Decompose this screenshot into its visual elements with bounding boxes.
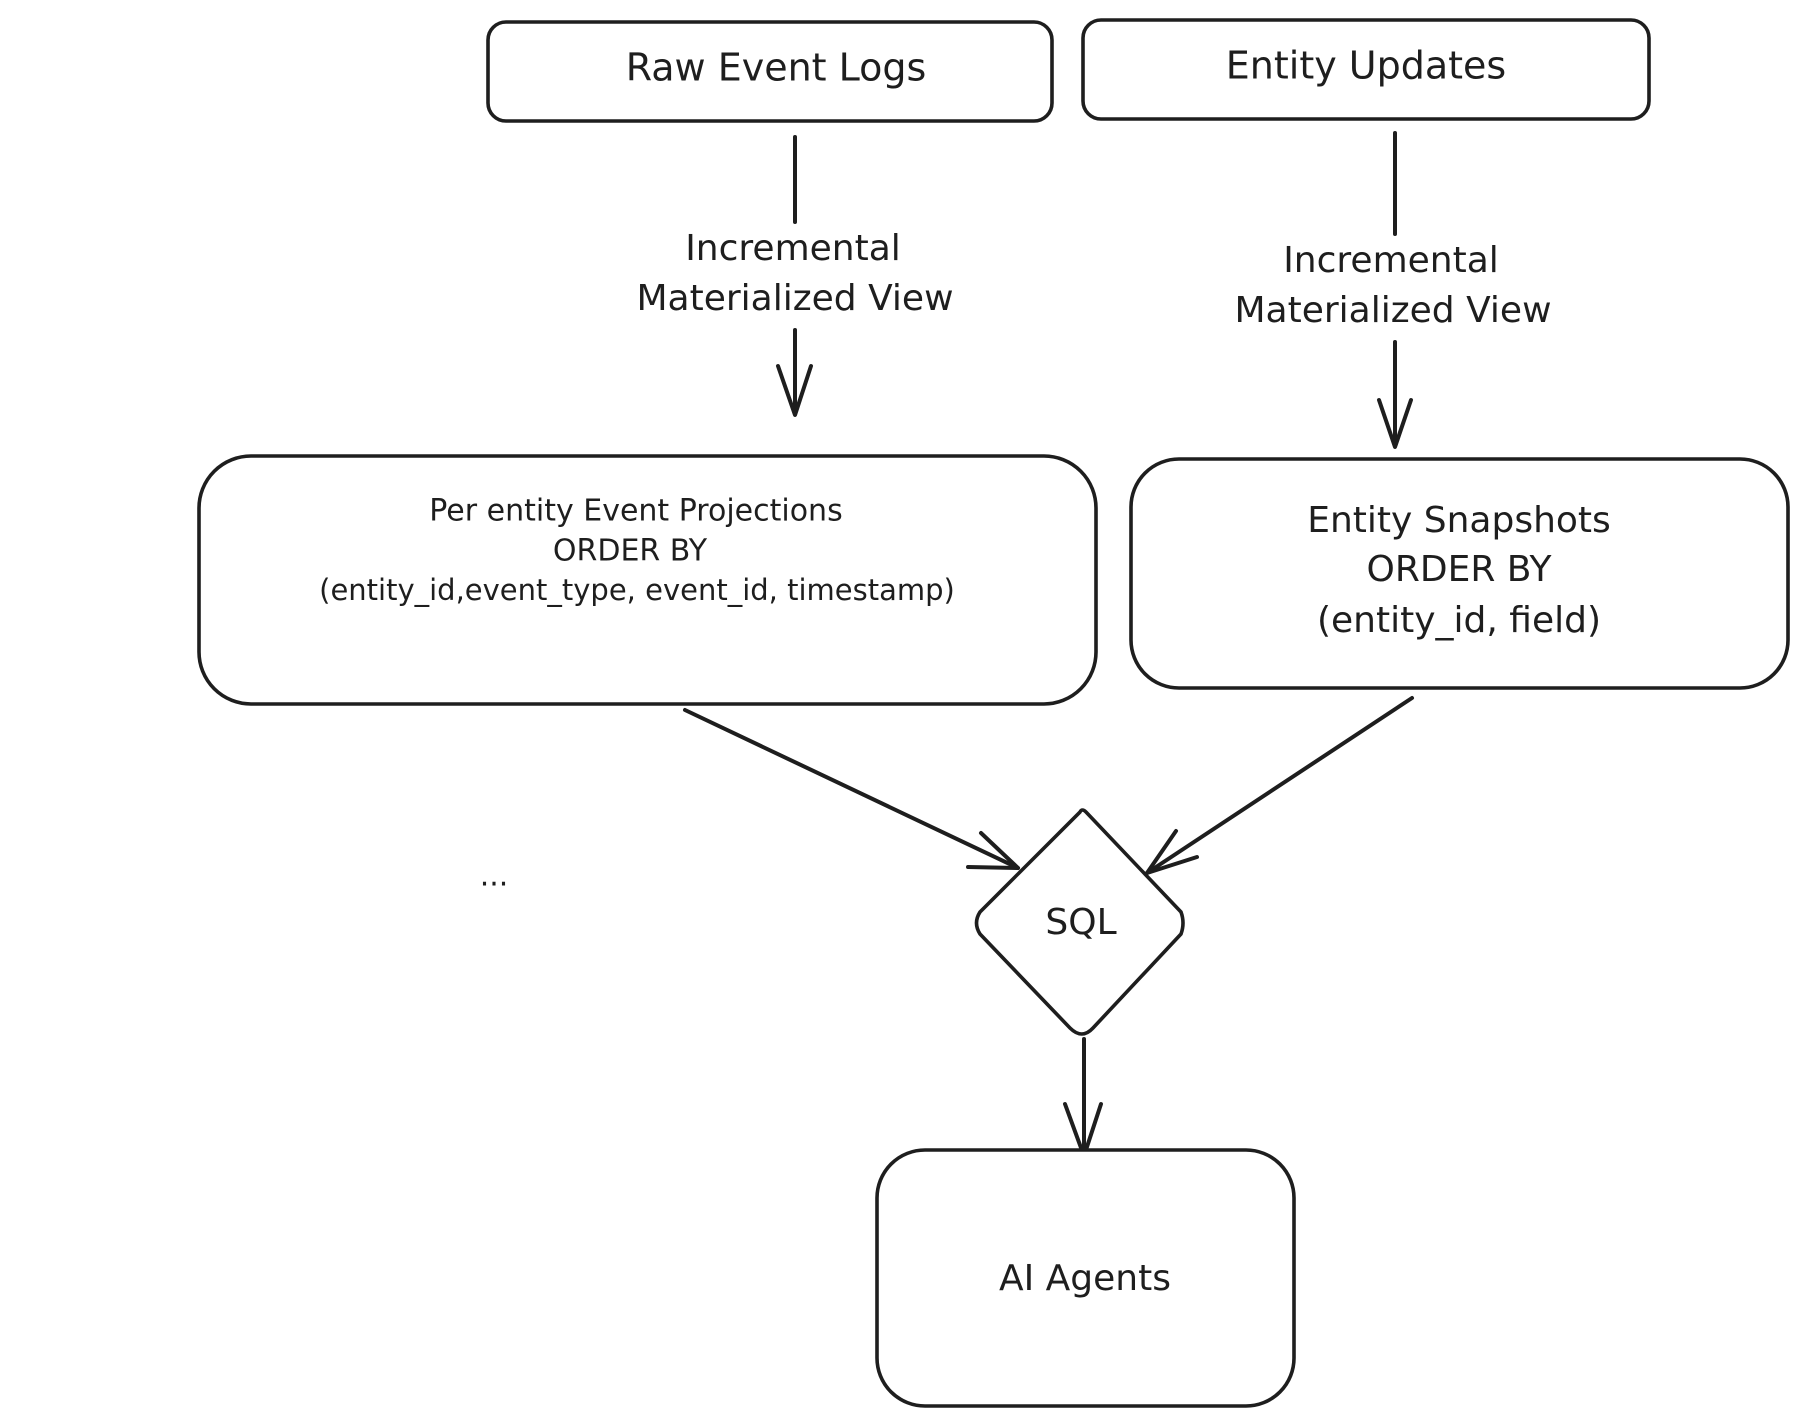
projections-to-sql-arrowhead [966,831,1020,870]
snapshots-to-sql-edge [1145,696,1414,875]
raw-event-logs-node: Raw Event Logs [486,20,1054,123]
left-materialized-view-edge: Incremental Materialized View [636,135,954,417]
entity-snapshots-keys: (entity_id, field) [1317,600,1601,641]
ai-agents-label: AI Agents [999,1258,1171,1299]
projections-to-sql-edge [683,708,1020,870]
entity-snapshots-title: Entity Snapshots [1307,500,1611,541]
right-view-label-line-1: Incremental [1283,240,1499,281]
entity-updates-label: Entity Updates [1226,44,1506,88]
event-projections-keys: (entity_id,event_type, event_id, timesta… [319,573,955,607]
projections-to-sql-line [683,708,1020,870]
right-materialized-view-edge: Incremental Materialized View [1234,131,1552,449]
left-view-label-line-2: Materialized View [636,278,953,319]
left-view-arrowhead [776,364,813,417]
entity-updates-node: Entity Updates [1081,18,1651,121]
event-projections-node: Per entity Event Projections ORDER BY (e… [197,454,1098,706]
sql-node: SQL [974,808,1185,1036]
right-view-arrowhead [1377,398,1413,449]
right-view-label-line-2: Materialized View [1234,290,1551,331]
entity-snapshots-order-by: ORDER BY [1367,549,1553,590]
left-view-label-line-1: Incremental [685,228,901,269]
event-projections-title: Per entity Event Projections [429,494,842,529]
sql-label: SQL [1045,902,1116,943]
entity-snapshots-node: Entity Snapshots ORDER BY (entity_id, fi… [1129,457,1790,690]
sql-to-agents-edge [1063,1037,1103,1158]
ellipsis-annotation: ... [480,859,509,894]
event-projections-order-by: ORDER BY [553,534,708,569]
ai-agents-node: AI Agents [875,1148,1296,1408]
snapshots-to-sql-arrowhead [1145,829,1199,875]
snapshots-to-sql-line [1145,696,1414,875]
raw-event-logs-label: Raw Event Logs [626,46,927,90]
